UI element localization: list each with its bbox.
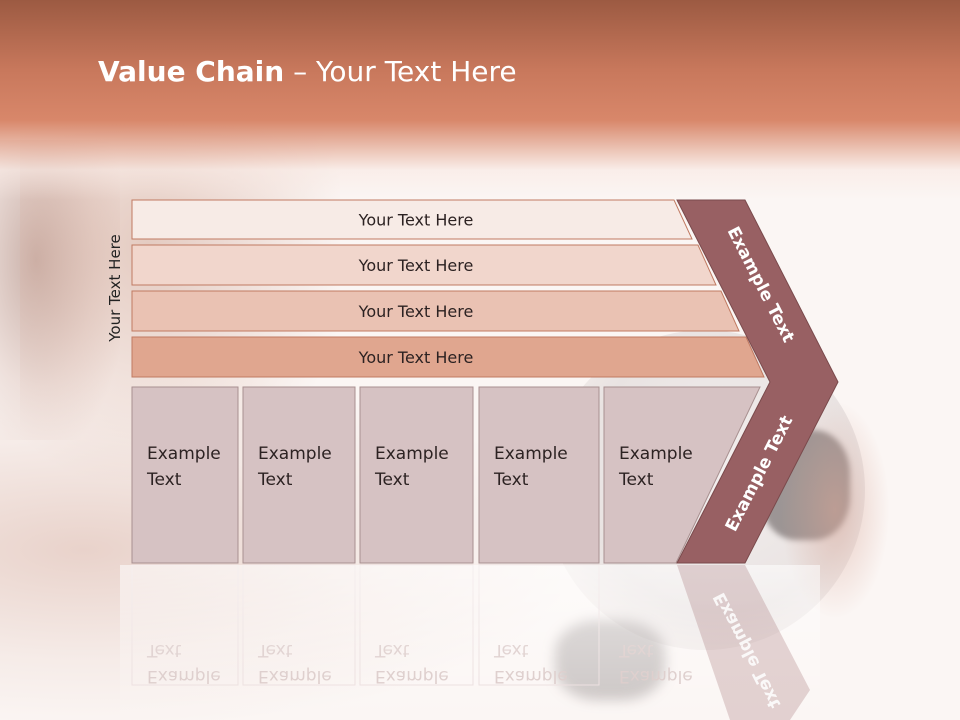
activity-column xyxy=(603,386,761,564)
activity-column xyxy=(478,386,600,564)
activity-column-label: Text xyxy=(493,470,529,490)
chain-bar xyxy=(131,290,740,332)
chain-bar-label: Your Text Here xyxy=(358,302,474,321)
title-bold: Value Chain xyxy=(98,55,285,88)
chevron-reflection xyxy=(677,565,810,720)
reflection-fade xyxy=(120,565,820,720)
header-band xyxy=(0,0,960,200)
activity-column-label: Text xyxy=(146,470,182,490)
activity-column-label: Text xyxy=(257,470,293,490)
activity-column-label: Text xyxy=(618,470,654,490)
chain-bar-label: Your Text Here xyxy=(358,211,474,230)
activity-column-label: Example xyxy=(619,444,693,464)
chevron-arrow xyxy=(676,199,839,564)
chain-bar xyxy=(131,244,717,286)
chain-bar xyxy=(131,199,693,240)
activity-column xyxy=(131,386,239,564)
activity-column-label: Example xyxy=(375,444,449,464)
activity-column-label: Example xyxy=(258,444,332,464)
activity-column xyxy=(242,386,356,564)
activity-column-label: Example xyxy=(494,444,568,464)
chain-bar xyxy=(131,336,765,378)
activity-column xyxy=(359,386,474,564)
chain-bar-label: Your Text Here xyxy=(358,256,474,275)
activity-column-label: Example xyxy=(147,444,221,464)
chain-bar-label: Your Text Here xyxy=(358,348,474,367)
slide-title: Value Chain – Your Text Here xyxy=(98,55,517,88)
activity-column-label: Text xyxy=(374,470,410,490)
title-rest: – Your Text Here xyxy=(284,55,517,88)
